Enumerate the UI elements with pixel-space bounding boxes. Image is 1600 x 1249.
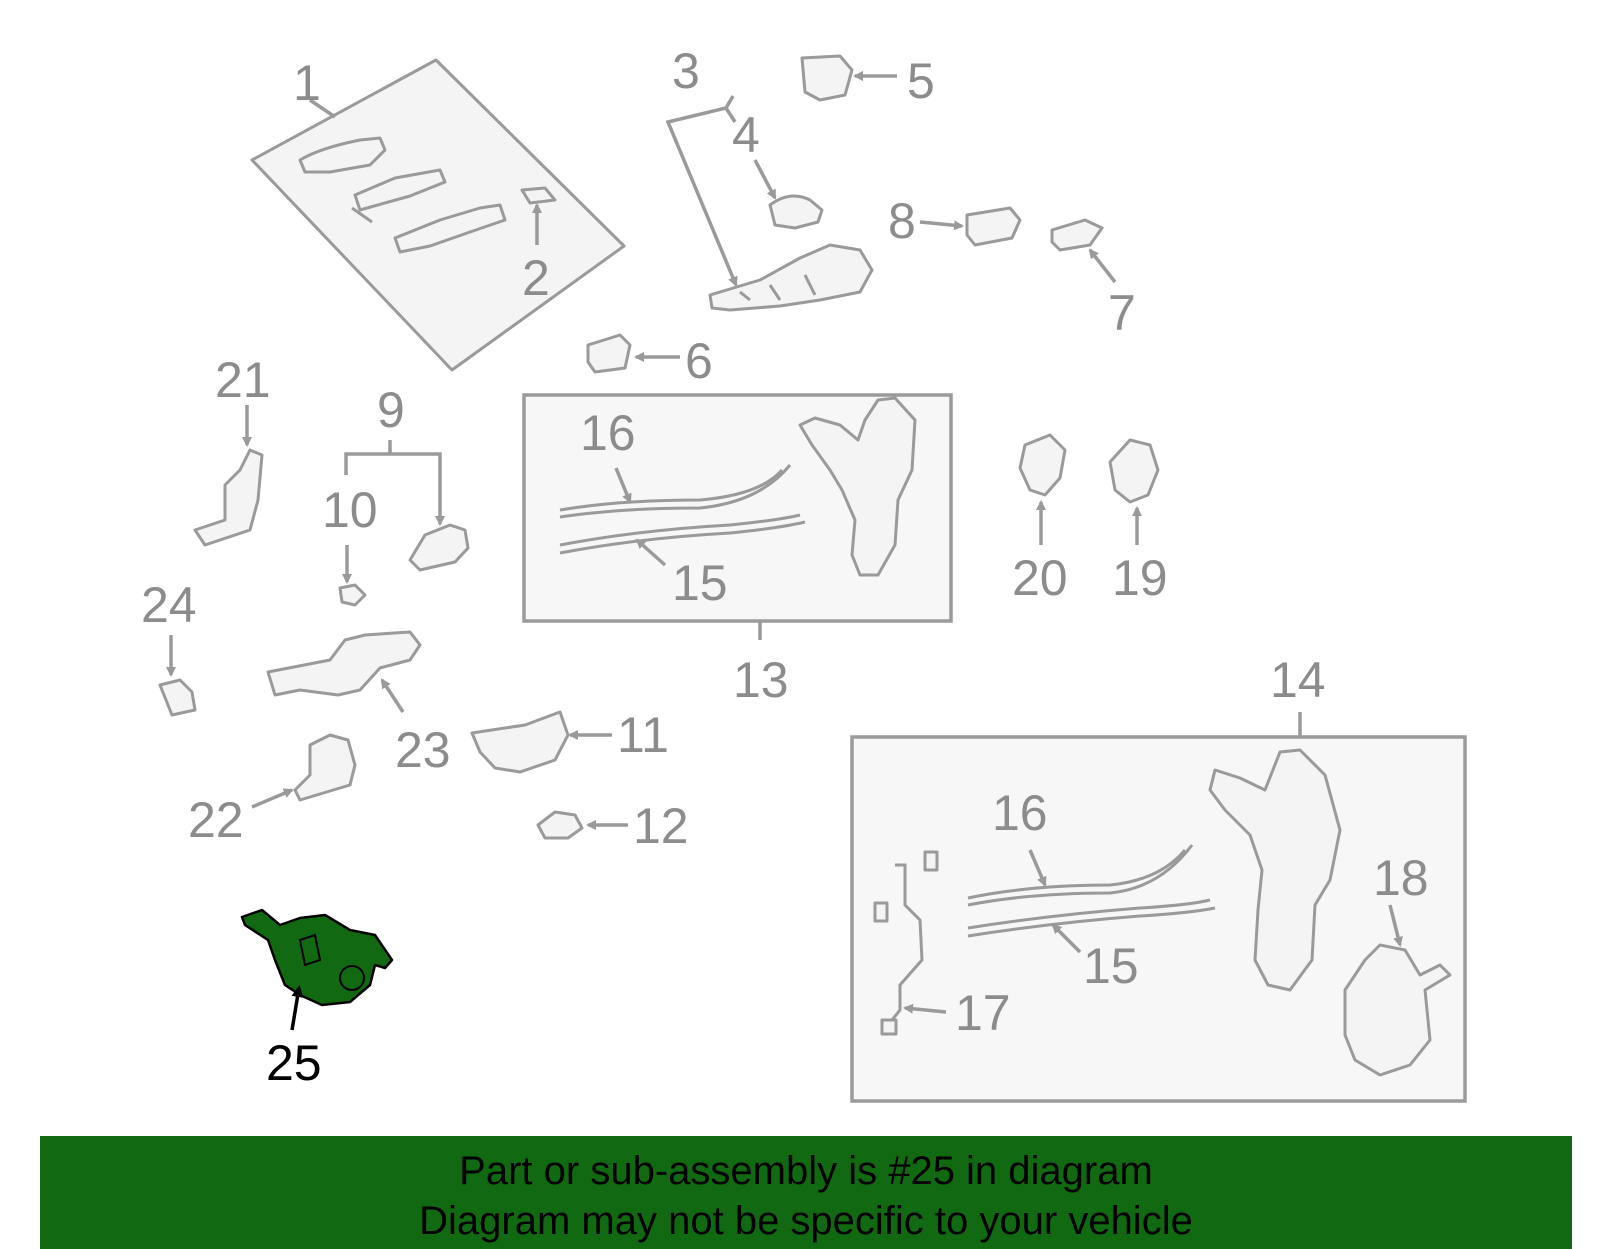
arrow-16b xyxy=(1028,849,1047,887)
callout-12: 12 xyxy=(633,798,689,854)
info-banner-line-1: Part or sub-assembly is #25 in diagram xyxy=(459,1149,1153,1193)
callout-21: 21 xyxy=(215,352,271,408)
callout-5: 5 xyxy=(907,53,935,109)
arrow-17 xyxy=(903,1003,947,1014)
part-9-inner-handle[interactable] xyxy=(408,523,470,572)
part-10-clip[interactable] xyxy=(338,583,367,607)
callout-1: 1 xyxy=(293,55,321,111)
arrow-23 xyxy=(380,678,405,713)
arrow-16a xyxy=(614,467,632,504)
bracket-9 xyxy=(344,452,445,526)
part-12-cap[interactable] xyxy=(536,810,584,840)
callout-4: 4 xyxy=(732,107,760,163)
callout-13: 13 xyxy=(733,652,789,708)
part-7-cover[interactable] xyxy=(1050,218,1104,252)
callout-15a: 15 xyxy=(672,555,728,611)
callout-10: 10 xyxy=(322,482,378,538)
part-21-bracket[interactable] xyxy=(193,448,264,547)
assembly-14-box[interactable] xyxy=(850,735,1467,1103)
part-1-handle-kit[interactable] xyxy=(250,58,626,372)
callout-8: 8 xyxy=(888,193,916,249)
arrow-22 xyxy=(251,788,294,809)
part-6-pad[interactable] xyxy=(586,333,632,374)
callout-24: 24 xyxy=(141,577,197,633)
part-24-clip[interactable] xyxy=(158,678,197,717)
info-banner-line-2: Diagram may not be specific to your vehi… xyxy=(419,1199,1193,1243)
callout-17: 17 xyxy=(955,985,1011,1041)
callout-6: 6 xyxy=(685,333,713,389)
part-3-outer-handle[interactable] xyxy=(708,243,874,312)
part-19-cover[interactable] xyxy=(1108,438,1160,504)
callout-9: 9 xyxy=(377,382,405,438)
arrow-7 xyxy=(1088,248,1117,284)
part-25-highlighted[interactable] xyxy=(240,908,394,1007)
arrow-18 xyxy=(1388,904,1403,947)
callout-22: 22 xyxy=(188,792,244,848)
part-22-bracket[interactable] xyxy=(293,733,357,802)
callout-7: 7 xyxy=(1108,285,1136,341)
part-20-cover[interactable] xyxy=(1018,433,1067,497)
part-8-cover[interactable] xyxy=(965,206,1022,247)
callout-11: 11 xyxy=(617,707,669,763)
callout-14: 14 xyxy=(1270,652,1326,708)
arrow-15b xyxy=(1051,923,1082,954)
bracket-3b xyxy=(724,107,737,123)
callout-16a: 16 xyxy=(580,405,636,461)
callout-15b: 15 xyxy=(1083,938,1139,994)
callout-19: 19 xyxy=(1112,550,1168,606)
arrow-8 xyxy=(919,220,964,231)
callout-18: 18 xyxy=(1373,850,1429,906)
arrow-25 xyxy=(290,985,304,1031)
assembly-13-box[interactable] xyxy=(522,393,953,623)
leader-1 xyxy=(309,98,336,119)
callout-20: 20 xyxy=(1012,550,1068,606)
part-2-clip[interactable] xyxy=(520,186,557,205)
part-11-bezel[interactable] xyxy=(470,710,570,774)
bracket-3 xyxy=(665,95,738,287)
callout-16b: 16 xyxy=(992,785,1048,841)
callout-23: 23 xyxy=(395,722,451,778)
callout-3: 3 xyxy=(672,43,700,99)
part-5-bracket[interactable] xyxy=(800,54,854,102)
callout-2: 2 xyxy=(522,250,550,306)
info-banner: Part or sub-assembly is #25 in diagram D… xyxy=(40,1136,1572,1249)
arrow-15a xyxy=(635,538,667,567)
part-23-lock-cylinder[interactable] xyxy=(266,630,422,697)
part-4-cap[interactable] xyxy=(768,194,824,230)
arrow-4 xyxy=(753,159,777,200)
callout-25: 25 xyxy=(266,1035,322,1091)
